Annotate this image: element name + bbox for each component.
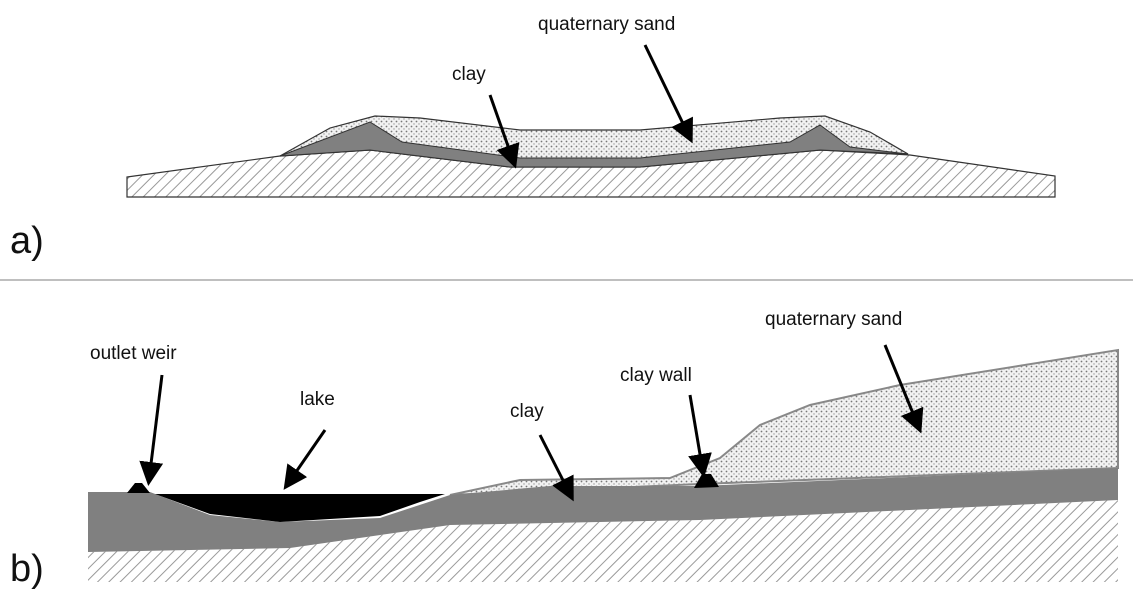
panel-a-cross-section (126, 44, 1056, 198)
clay-wall-arrow (688, 394, 712, 478)
panel-b-cross-section (88, 344, 1119, 582)
panel-label-a: a) (10, 220, 44, 262)
clay-arrow (538, 434, 574, 502)
clay-layer (279, 121, 909, 168)
label-quaternary-sand-b: quaternary sand (765, 309, 903, 330)
weir-arrow (139, 374, 164, 486)
lake (155, 494, 445, 522)
label-outlet-weir: outlet weir (90, 343, 177, 364)
label-clay-a: clay (452, 64, 486, 85)
label-lake: lake (300, 389, 335, 410)
sand-layer (449, 348, 1119, 496)
lake-arrow (283, 429, 327, 490)
clay-layer (88, 468, 1118, 552)
panel-label-b: b) (10, 548, 44, 590)
label-clay-wall: clay wall (620, 365, 692, 386)
sand-arrow (643, 44, 693, 144)
outlet-weir (127, 483, 150, 493)
label-quaternary-sand-a: quaternary sand (538, 14, 676, 35)
bedrock-layer (88, 500, 1118, 582)
clay-arrow (488, 94, 520, 169)
sand-arrow (883, 344, 924, 434)
label-clay-b: clay (510, 401, 544, 422)
